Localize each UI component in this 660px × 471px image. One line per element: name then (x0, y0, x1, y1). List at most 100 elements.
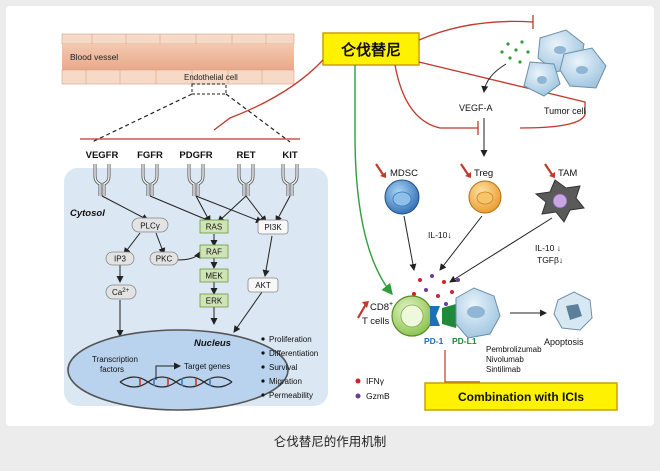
il10-left-label: IL-10↓ (428, 230, 452, 240)
receptor-ret: RET (237, 150, 256, 196)
drug-title: 仑伐替尼 (341, 41, 401, 59)
effect-bullet (261, 351, 265, 355)
legend-gzmb-dot (355, 393, 361, 399)
node-pkc: PKC (149, 251, 179, 266)
target-genes-arrow (155, 362, 181, 380)
target-genes-label: Target genes (184, 362, 230, 371)
drug-title-box (322, 32, 420, 66)
svg-text:PLCγ: PLCγ (140, 222, 160, 231)
pd1-receptor (430, 306, 440, 326)
legend-ifn-label: IFNγ (366, 376, 385, 386)
node-ip3: IP3 (105, 251, 135, 266)
effect-item: Survival (269, 363, 298, 372)
pdl1-receptor (442, 304, 458, 328)
svg-text:MEK: MEK (205, 272, 223, 281)
tgfb-label: TGFβ↓ (537, 255, 563, 265)
endothelial-cell-label: Endothelial cell (184, 73, 238, 82)
apoptosis-label: Apoptosis (544, 337, 584, 347)
svg-text:PKC: PKC (156, 255, 173, 264)
zoom-line-left (91, 93, 193, 143)
receptor-fgfr: FGFR (137, 150, 163, 196)
target-tumor-cell (455, 287, 501, 339)
svg-text:IP3: IP3 (114, 255, 127, 264)
vegf-arrow (481, 63, 507, 93)
tam-cell (534, 179, 585, 223)
drug-pembrolizumab: Pembrolizumab (486, 345, 542, 354)
receptor-vegfr: VEGFR (86, 150, 119, 196)
legend-gzmb-label: GzmB (366, 391, 390, 401)
node-plcg: PLCγ (131, 217, 169, 233)
mdsc-label: MDSC (390, 168, 418, 179)
receptor-kit: KIT (281, 150, 299, 196)
tumor-cell-cluster (523, 29, 607, 97)
receptor-label: KIT (282, 150, 298, 161)
combination-box (424, 382, 618, 411)
drug-to-tcell-arrow (354, 65, 393, 296)
mdsc-cell (384, 179, 420, 215)
svg-text:RAS: RAS (206, 223, 222, 232)
legend-ifn-dot (355, 378, 361, 384)
treg-cell (468, 180, 502, 214)
receptor-label: PDGFR (179, 150, 212, 161)
ici-inhibit-line (444, 350, 480, 383)
pdl1-label: PD-L1 (452, 336, 477, 346)
tam-down-arrow (544, 163, 554, 177)
blood-vessel (61, 33, 295, 85)
zoom-box (191, 83, 227, 95)
svg-text:Ca2+: Ca2+ (112, 288, 130, 297)
node-akt: AKT (247, 277, 279, 293)
pathway-arrows (101, 195, 291, 337)
node-pi3k: PI3K (257, 219, 289, 235)
nucleus (67, 329, 289, 411)
effects-list: ProliferationDifferentiationSurvivalMigr… (261, 335, 318, 400)
inhibition-lines (80, 15, 586, 140)
cd8-up-arrow (357, 303, 367, 319)
effect-item: Proliferation (269, 335, 312, 344)
receptor-label: RET (237, 150, 256, 161)
node-raf: RAF (199, 244, 229, 259)
blood-vessel-label: Blood vessel (70, 52, 118, 62)
vegf-dots (500, 40, 530, 64)
zoom-line-right (225, 93, 291, 143)
figure-caption: 仑伐替尼的作用机制 (274, 434, 387, 449)
tcells-label: T cells (362, 316, 390, 327)
treg-down-arrow (460, 163, 470, 177)
receptor-label: FGFR (137, 150, 163, 161)
treg-label: Treg (474, 168, 493, 179)
drug-sintilimab: Sintilimab (486, 365, 521, 374)
tam-label: TAM (558, 168, 577, 179)
cytosol-label: Cytosol (70, 208, 105, 219)
tumor-cell-label: Tumor cell (544, 106, 586, 116)
nucleus-label: Nucleus (194, 338, 231, 349)
node-mek: MEK (199, 268, 229, 283)
il10-right-label: IL-10 ↓ (535, 243, 561, 253)
node-erk: ERK (199, 293, 229, 308)
drug-list: Pembrolizumab Nivolumab Sintilimab (486, 345, 544, 374)
svg-text:PI3K: PI3K (264, 223, 282, 232)
node-ras: RAS (199, 219, 229, 234)
drug-nivolumab: Nivolumab (486, 355, 524, 364)
svg-text:AKT: AKT (255, 281, 271, 290)
effect-item: Permeability (269, 391, 313, 400)
effect-bullet (261, 365, 265, 369)
effect-bullet (261, 337, 265, 341)
cd8-tcell (391, 295, 433, 337)
cd8-label: CD8+ (370, 301, 393, 313)
effect-item: Migration (269, 377, 302, 386)
svg-text:ERK: ERK (206, 297, 223, 306)
mdsc-down-arrow (375, 163, 385, 177)
svg-text:RAF: RAF (206, 248, 222, 257)
dna-helix (119, 376, 233, 388)
suppression-arrows (403, 215, 553, 283)
effect-bullet (261, 379, 265, 383)
node-ca: Ca2+ (105, 284, 137, 300)
vegfa-label: VEGF-A (459, 103, 493, 113)
combination-label: Combination with ICIs (458, 390, 584, 404)
receptor-pdgfr: PDGFR (179, 150, 213, 196)
pd1-label: PD-1 (424, 336, 444, 346)
receptor-label: VEGFR (86, 150, 119, 161)
effect-bullet (261, 393, 265, 397)
effect-item: Differentiation (269, 349, 318, 358)
apoptotic-cell (553, 291, 593, 331)
